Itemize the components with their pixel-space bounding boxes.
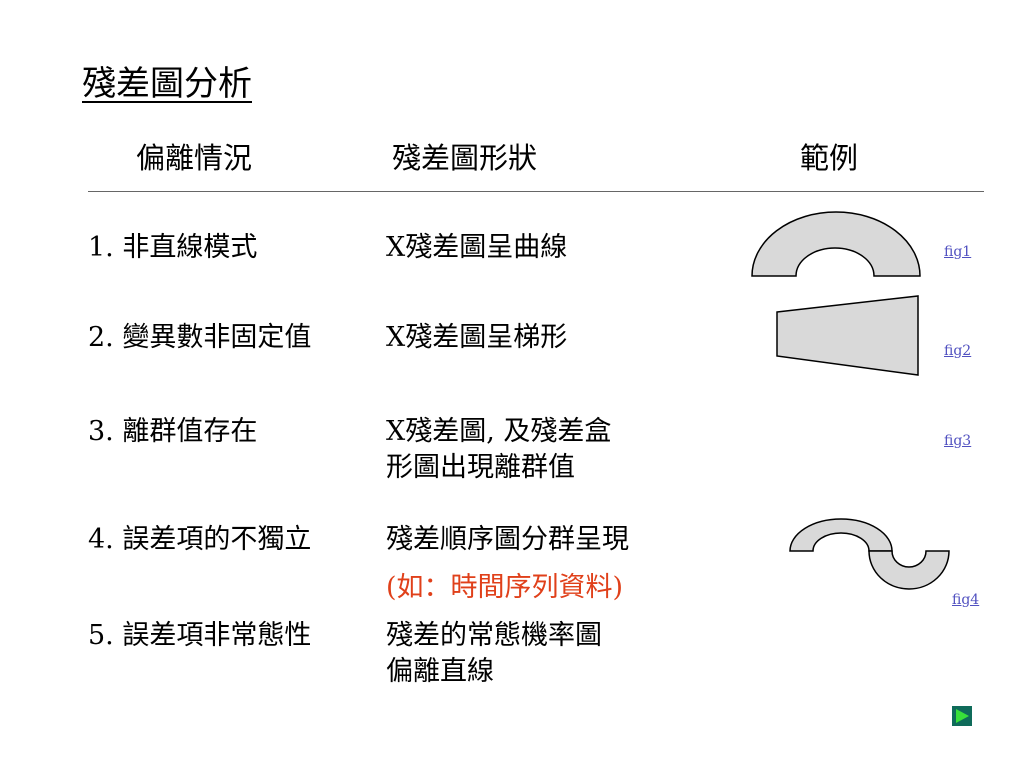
row-2-trapezoid-figure (776, 295, 919, 376)
row-3-shape-line-1: X殘差圖, 及殘差盒 (386, 416, 612, 447)
row-1-item: 1. 非直線模式 (88, 232, 258, 263)
header-deviation: 偏離情況 (136, 141, 253, 175)
row-2-shape: X殘差圖呈梯形 (386, 322, 568, 353)
row-1-shape: X殘差圖呈曲線 (386, 232, 568, 263)
row-4-shape: 殘差順序圖分群呈現 (386, 524, 629, 555)
fig4-link[interactable]: fig4 (952, 592, 980, 608)
header-example: 範例 (800, 141, 859, 175)
header-divider (88, 191, 984, 192)
fig3-link[interactable]: fig3 (944, 433, 972, 449)
fig1-link[interactable]: fig1 (944, 244, 972, 260)
row-1-arch-figure (751, 211, 921, 277)
row-4-wave-figure (789, 518, 950, 590)
row-5-shape-line-2: 偏離直線 (386, 656, 494, 687)
row-2-item: 2. 變異數非固定值 (88, 322, 312, 353)
row-3-item: 3. 離群值存在 (88, 416, 258, 447)
row-5-item: 5. 誤差項非常態性 (88, 620, 312, 651)
page-title: 殘差圖分析 (82, 64, 252, 104)
row-3-shape-line-2: 形圖出現離群值 (386, 452, 575, 483)
row-4-item: 4. 誤差項的不獨立 (88, 524, 312, 555)
play-right-icon[interactable] (952, 706, 972, 726)
fig2-link[interactable]: fig2 (944, 343, 972, 359)
row-4-note: (如：時間序列資料) (386, 572, 624, 603)
header-shape: 殘差圖形狀 (392, 141, 538, 175)
row-5-shape-line-1: 殘差的常態機率圖 (386, 620, 602, 651)
